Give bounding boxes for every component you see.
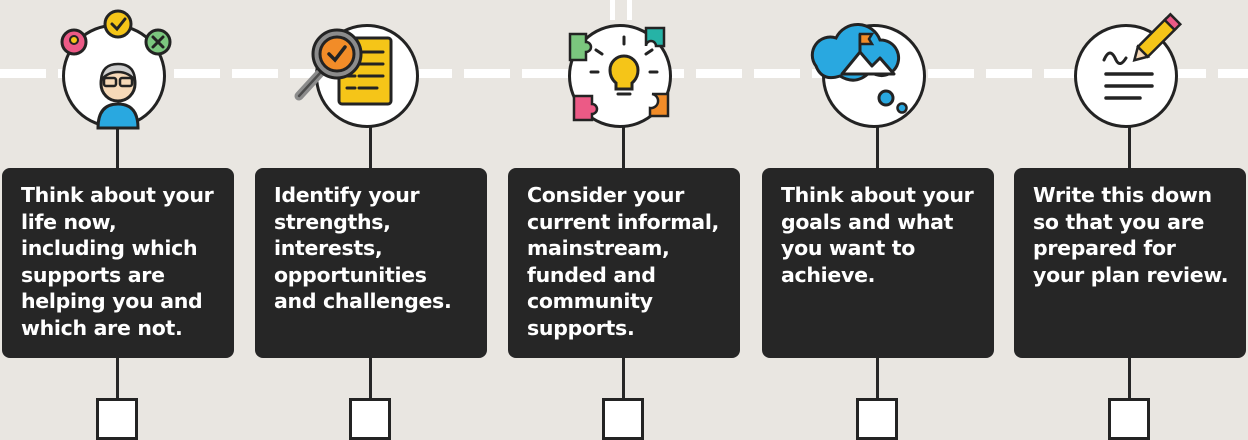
connector-line: [116, 118, 119, 172]
magnifier-checklist-icon: [294, 28, 393, 106]
step-text: Write this down so that you are prepared…: [1033, 183, 1229, 287]
step-card: Identify your strengths, interests, oppo…: [255, 168, 487, 358]
connector-line: [876, 356, 879, 402]
step-checkbox[interactable]: [349, 398, 391, 440]
step-3: Consider your current informal, mainstre…: [506, 0, 742, 440]
pencil-writing-icon: [1102, 12, 1183, 100]
step-checkbox[interactable]: [856, 398, 898, 440]
step-card: Consider your current informal, mainstre…: [508, 168, 740, 358]
step-text: Consider your current informal, mainstre…: [527, 183, 720, 340]
connector-line: [369, 356, 372, 402]
connector-line: [876, 118, 879, 172]
step-text: Identify your strengths, interests, oppo…: [274, 183, 452, 313]
step-card: Write this down so that you are prepared…: [1014, 168, 1246, 358]
connector-line: [1128, 356, 1131, 402]
step-text: Think about your life now, including whi…: [21, 183, 214, 340]
person-with-choices-icon: [60, 9, 172, 130]
step-4: Think about your goals and what you want…: [760, 0, 996, 440]
step-5: Write this down so that you are prepared…: [1012, 0, 1248, 440]
step-1: Think about your life now, including whi…: [0, 0, 236, 440]
connector-line: [1128, 118, 1131, 172]
step-checkbox[interactable]: [1108, 398, 1150, 440]
connector-line: [622, 356, 625, 402]
goal-cloud-flag-icon: [810, 23, 908, 114]
step-2: Identify your strengths, interests, oppo…: [253, 0, 489, 440]
connector-line: [369, 118, 372, 172]
dashed-vertical-connector: [610, 0, 632, 20]
step-checkbox[interactable]: [96, 398, 138, 440]
step-checkbox[interactable]: [602, 398, 644, 440]
connector-line: [116, 356, 119, 402]
lightbulb-puzzle-icon: [568, 26, 670, 122]
connector-line: [622, 118, 625, 172]
step-text: Think about your goals and what you want…: [781, 183, 974, 287]
step-card: Think about your goals and what you want…: [762, 168, 994, 358]
step-card: Think about your life now, including whi…: [2, 168, 234, 358]
